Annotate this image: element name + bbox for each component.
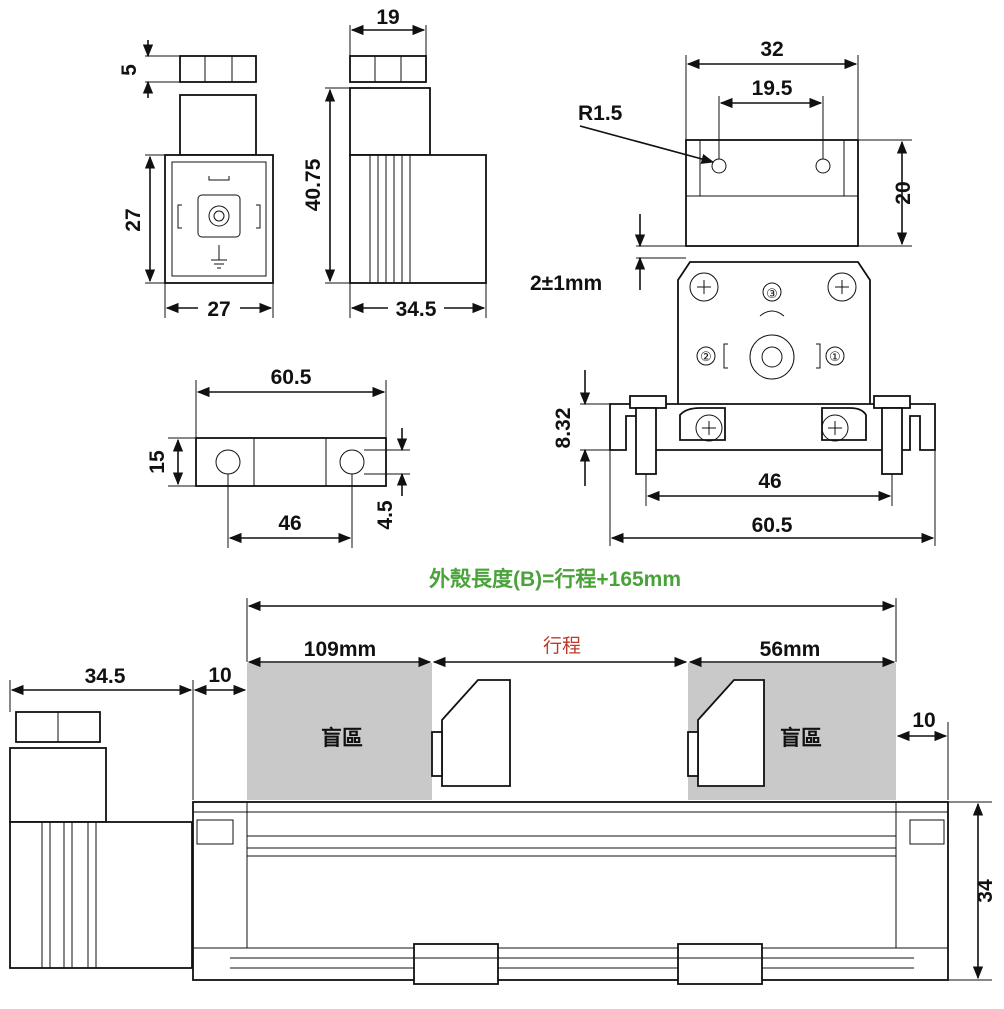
dead-zone-left — [247, 663, 432, 800]
dim-mount-hole-spacing: 19.5 — [752, 77, 793, 100]
pin-label-2: ② — [700, 350, 712, 365]
slider-block-left — [413, 943, 499, 985]
dim-gap: 2±1mm — [530, 272, 602, 295]
housing-view: 外殼長度(B)=行程+165mm 盲區 盲區 109mm 行程 56mm 10 … — [9, 567, 997, 985]
dim-bracket-width: 60.5 — [271, 366, 312, 389]
dim-left-dead-zone: 109mm — [304, 638, 376, 661]
housing-length-title: 外殼長度(B)=行程+165mm — [429, 567, 681, 591]
dim-bracket-holes: 46 — [278, 512, 301, 535]
dead-zone-label-right: 盲區 — [780, 726, 822, 750]
dim-right-dead-zone: 56mm — [760, 638, 821, 661]
stroke-label: 行程 — [543, 635, 581, 657]
housing-body — [192, 801, 949, 981]
dim-radius: R1.5 — [578, 102, 623, 125]
dim-rail-height: 8.32 — [552, 408, 575, 449]
housing-connector — [9, 821, 193, 969]
connector-side-body — [349, 154, 487, 284]
connector-cap — [179, 55, 257, 83]
dim-side-width: 19 — [376, 6, 399, 29]
connector-side-view: 19 40.75 34.5 — [302, 6, 487, 321]
pin-label-3: ③ — [766, 287, 778, 302]
dim-bracket-height: 15 — [146, 450, 169, 474]
pin-label-1: ① — [829, 350, 841, 365]
dim-housing-height: 34 — [974, 879, 997, 903]
connector-face — [164, 154, 274, 284]
dim-mount-width: 32 — [760, 38, 783, 61]
dim-face-width: 27 — [207, 298, 230, 321]
mount-block — [685, 139, 859, 247]
bracket-plate — [195, 437, 387, 487]
mount-view: 32 19.5 R1.5 20 2±1mm ③ ② ① — [530, 38, 936, 546]
dim-side-depth: 34.5 — [396, 298, 437, 321]
dim-connector-length: 34.5 — [85, 665, 126, 688]
connector-front-view: 5 27 27 — [118, 40, 274, 321]
dim-bracket-hole-offset: 4.5 — [374, 500, 397, 530]
dim-mount-height: 20 — [892, 181, 915, 204]
dim-face-height: 27 — [122, 208, 145, 231]
slider-block-right — [677, 943, 763, 985]
dim-cap-height: 5 — [118, 64, 141, 76]
dim-right-margin: 10 — [912, 709, 935, 732]
slider-left — [441, 679, 511, 787]
dim-left-margin: 10 — [208, 664, 231, 687]
dim-mount-total: 60.5 — [752, 514, 793, 537]
connector-neck — [179, 94, 257, 156]
dead-zone-label-left: 盲區 — [321, 726, 363, 750]
bracket-top-view: 60.5 15 46 4.5 — [146, 366, 410, 548]
dim-mount-holes: 46 — [758, 470, 781, 493]
dim-side-height: 40.75 — [302, 158, 325, 211]
